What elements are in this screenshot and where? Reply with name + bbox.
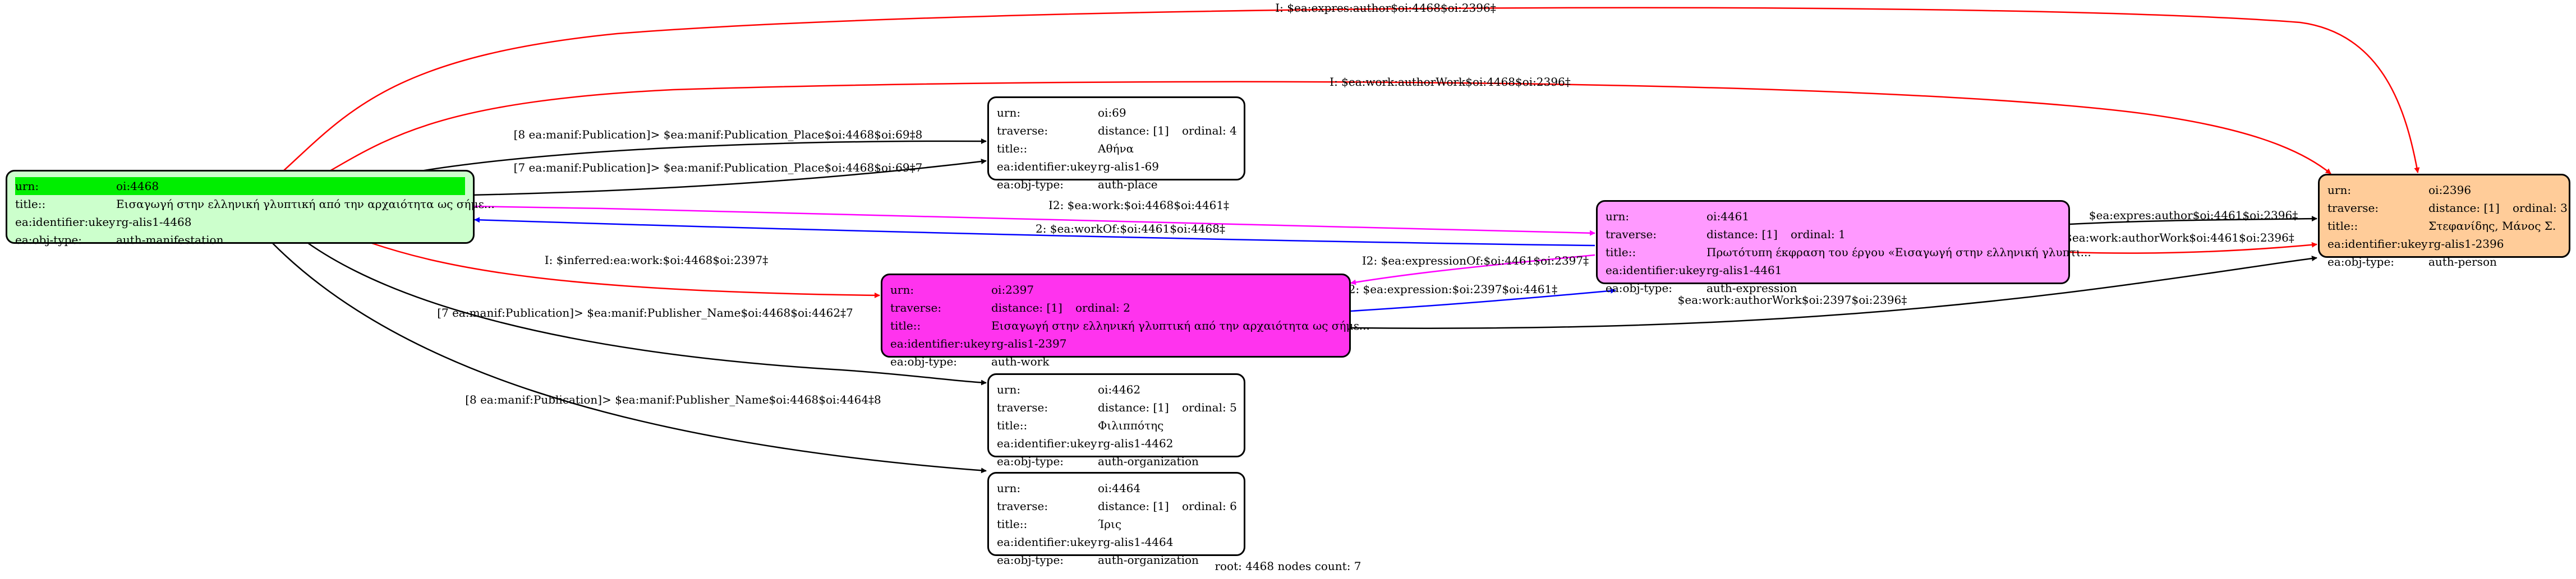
node-row-title: title::Εισαγωγή στην ελληνική γλυπτική α… [890, 319, 1370, 332]
node-row-urn: urn:oi:4461 [1606, 210, 1750, 223]
node-row-traverse: traverse:distance: [1]ordinal: 3 [2327, 201, 2568, 215]
node-row-title: title::Στεφανίδης, Μάνος Σ. [2327, 219, 2556, 233]
node-row-urn: urn:oi:2396 [2327, 183, 2472, 197]
graph-footer: root: 4468 nodes count: 7 [1215, 559, 1361, 573]
node-row-urn: urn:oi:4464 [997, 481, 1141, 495]
node-oi-2396[interactable]: urn:oi:2396 traverse:distance: [1]ordina… [2318, 174, 2570, 268]
edge-label-e9: [8 ea:manif:Publication]> $ea:manif:Publ… [465, 393, 881, 406]
edge-label-e13: I: $ea:work:authorWork$oi:4461$oi:2396‡ [2053, 231, 2294, 244]
edge-label-e1: I: $ea:expres:author$oi:4468$oi:2396‡ [1275, 1, 1496, 15]
node-row-traverse: traverse:distance: [1]ordinal: 5 [997, 401, 1237, 414]
edge-e14 [1350, 256, 2317, 329]
node-oi-4468[interactable]: urn:oi:4468 title::Εισαγωγή στην ελληνικ… [6, 170, 495, 247]
node-row-urn: urn:oi:69 [997, 106, 1126, 119]
node-row-traverse: traverse:distance: [1]ordinal: 6 [997, 499, 1237, 513]
edge-label-e4: [7 ea:manif:Publication]> $ea:manif:Publ… [514, 161, 923, 174]
node-row-urn: urn:oi:2397 [890, 283, 1034, 297]
node-oi-4464[interactable]: urn:oi:4464 traverse:distance: [1]ordina… [987, 472, 1245, 567]
node-row-title: title::Εισαγωγή στην ελληνική γλυπτική α… [15, 197, 495, 211]
node-row-traverse: traverse:distance: [1]ordinal: 2 [890, 301, 1130, 314]
node-row-objtype: ea:obj-type:auth-person [2327, 255, 2497, 268]
node-row-traverse: traverse:distance: [1]ordinal: 1 [1606, 228, 1846, 241]
edge-e13 [2069, 242, 2317, 254]
edge-e1 [283, 7, 2420, 173]
node-row-objtype: ea:obj-type:auth-organization [997, 553, 1199, 567]
node-row-objtype: ea:obj-type:auth-organization [997, 455, 1199, 468]
edge-e4 [471, 159, 987, 196]
node-row-title: title::Ίρις [997, 517, 1122, 531]
node-row-title: title::Πρωτότυπη έκφραση του έργου «Εισα… [1606, 246, 2091, 259]
node-oi-69[interactable]: urn:oi:69 traverse:distance: [1]ordinal:… [987, 96, 1245, 191]
edge-e2 [329, 81, 2331, 174]
node-row-title: title::Φιλιππότης [997, 419, 1164, 432]
node-row-urn: urn:oi:4468 [15, 177, 465, 195]
edge-label-e10: I2: $ea:expressionOf:$oi:4461$oi:2397‡ [1362, 254, 1589, 267]
edge-e11 [1350, 288, 1616, 312]
edge-label-e6: 2: $ea:workOf:$oi:4461$oi:4468‡ [1036, 222, 1225, 235]
node-row-urn: urn:oi:4462 [997, 383, 1141, 396]
node-row-title: title::Αθήνα [997, 142, 1134, 155]
node-row-objtype: ea:obj-type:auth-place [997, 178, 1158, 191]
edge-e7 [370, 242, 880, 298]
edge-e9 [272, 242, 987, 474]
edge-e10 [1350, 254, 1595, 285]
edge-label-e5: I2: $ea:work:$oi:4468$oi:4461‡ [1048, 198, 1229, 212]
edge-label-e11: 2: $ea:expression:$oi:2397$oi:4461‡ [1349, 282, 1558, 296]
edge-label-e14: $ea:work:authorWork$oi:2397$oi:2396‡ [1678, 293, 1907, 307]
edge-label-e7: I: $inferred:ea:work:$oi:4468$oi:2397‡ [545, 253, 768, 267]
edge-label-e8: [7 ea:manif:Publication]> $ea:manif:Publ… [437, 306, 853, 319]
edge-e12 [2069, 216, 2317, 225]
edge-e5 [471, 205, 1595, 236]
edge-label-e2: I: $ea:work:authorWork$oi:4468$oi:2396‡ [1330, 75, 1571, 89]
node-row-objtype: ea:obj-type:auth-expression [1606, 281, 1797, 295]
node-row-traverse: traverse:distance: [1]ordinal: 4 [997, 124, 1237, 137]
edge-label-e12: $ea:expres:author$oi:4461$oi:2396‡ [2089, 209, 2298, 222]
node-row-objtype: ea:obj-type:auth-manifestation [15, 233, 224, 247]
node-oi-2397[interactable]: urn:oi:2397 traverse:distance: [1]ordina… [881, 274, 1370, 368]
edge-e3 [420, 138, 987, 172]
edge-e6 [474, 217, 1595, 247]
edge-e8 [307, 242, 987, 386]
node-row-objtype: ea:obj-type:auth-work [890, 355, 1050, 368]
node-oi-4462[interactable]: urn:oi:4462 traverse:distance: [1]ordina… [987, 373, 1245, 468]
edge-label-e3: [8 ea:manif:Publication]> $ea:manif:Publ… [514, 128, 923, 141]
node-oi-4461[interactable]: urn:oi:4461 traverse:distance: [1]ordina… [1596, 200, 2091, 295]
